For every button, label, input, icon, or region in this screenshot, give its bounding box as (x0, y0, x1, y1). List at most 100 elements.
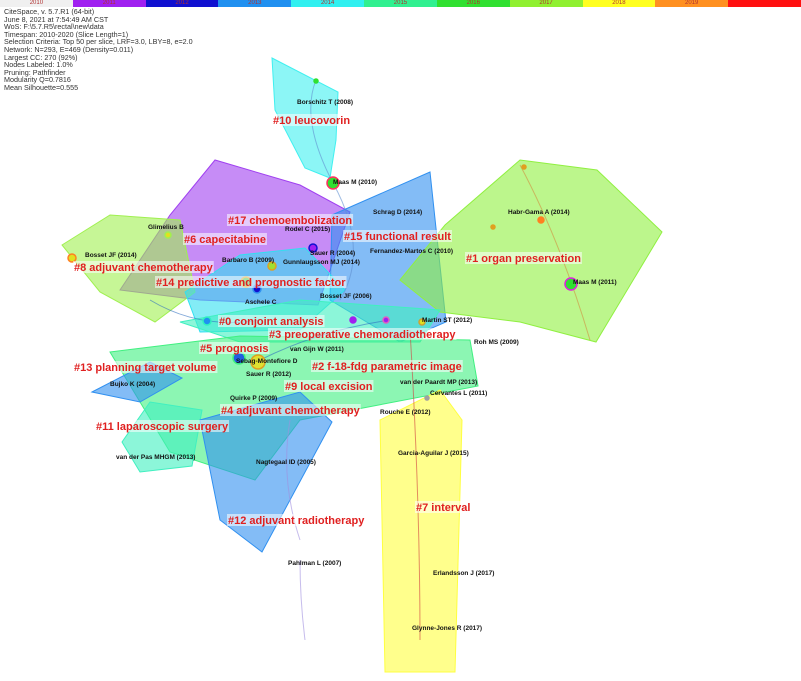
node-label[interactable]: Sebag-Montefiore D (236, 358, 298, 365)
year-slice: 2011 (72, 0, 146, 7)
cluster-hull (399, 159, 663, 343)
node-label[interactable]: van der Paardt MP (2013) (400, 379, 477, 386)
cluster-label-bg (218, 315, 325, 327)
reference-node[interactable] (313, 78, 319, 84)
cluster-label[interactable]: #11 laparoscopic surgery (96, 421, 229, 433)
cluster-label[interactable]: #5 prognosis (200, 343, 268, 355)
node-label[interactable]: Glynne-Jones R (2017) (412, 625, 482, 632)
info-line: Network: N=293, E=469 (Density=0.011) (4, 44, 134, 54)
cluster-label-bg (272, 114, 352, 126)
node-label[interactable]: Roh MS (2009) (474, 339, 519, 346)
node-label[interactable]: Garcia-Aguilar J (2015) (398, 450, 469, 457)
node-label[interactable]: Aschele C (245, 299, 277, 306)
cluster-label[interactable]: #2 f-18-fdg parametric image (312, 361, 462, 373)
cluster-label-bg (227, 214, 354, 226)
node-label[interactable]: Sauer R (2004) (310, 250, 355, 257)
node-label[interactable]: Pahlman L (2007) (288, 560, 341, 567)
cluster-label[interactable]: #17 chemoembolization (228, 215, 352, 227)
reference-node[interactable] (202, 316, 212, 326)
cluster-label[interactable]: #10 leucovorin (273, 115, 350, 127)
reference-node[interactable] (521, 164, 527, 170)
year-slice: 2019 (655, 0, 729, 7)
citation-link (286, 419, 301, 541)
reference-node[interactable] (537, 216, 545, 224)
cluster-label-bg (227, 514, 366, 526)
info-line: Mean Silhouette=0.555 (4, 82, 79, 92)
node-label[interactable]: Gunnlaugsson MJ (2014) (283, 259, 360, 266)
cluster-label[interactable]: #6 capecitabine (184, 234, 266, 246)
node-label[interactable]: Borschitz T (2008) (297, 99, 353, 106)
reference-node[interactable] (308, 243, 318, 253)
cluster-label[interactable]: #12 adjuvant radiotherapy (228, 515, 365, 527)
cluster-label-bg (284, 380, 374, 392)
reference-node[interactable] (164, 231, 172, 239)
cluster-label[interactable]: #1 organ preservation (466, 253, 581, 265)
year-slice (728, 0, 801, 7)
cluster-label-bg (95, 420, 230, 432)
reference-node[interactable] (67, 253, 77, 263)
cluster-label-bg (343, 230, 452, 242)
year-slice: 2014 (291, 0, 365, 7)
reference-node[interactable] (250, 354, 266, 370)
year-slice: 2012 (145, 0, 219, 7)
node-label[interactable]: Schrag D (2014) (373, 209, 422, 216)
cluster-label[interactable]: #15 functional result (344, 231, 451, 243)
year-slice: 2016 (436, 0, 510, 7)
node-label[interactable]: Bosset JF (2006) (320, 293, 372, 300)
node-label[interactable]: Rodel C (2015) (285, 226, 330, 233)
node-label[interactable]: Glimelius B (148, 224, 184, 231)
node-label[interactable]: Habr-Gama A (2014) (508, 209, 570, 216)
reference-node[interactable] (382, 316, 390, 324)
info-line: Largest CC: 270 (92%) (4, 52, 78, 62)
reference-node[interactable] (490, 224, 496, 230)
node-label[interactable]: Nagtegaal ID (2005) (256, 459, 316, 466)
cluster-label-bg (155, 276, 347, 288)
node-label[interactable]: Martin ST (2012) (422, 317, 472, 324)
info-line: CiteSpace, v. 5.7.R1 (64-bit) (4, 7, 95, 16)
network-summary: CiteSpace, v. 5.7.R1 (64-bit)June 8, 202… (4, 8, 193, 92)
node-label[interactable]: van der Pas MHGM (2013) (116, 454, 195, 461)
cluster-label[interactable]: #0 conjoint analysis (219, 316, 324, 328)
cluster-label-bg (73, 261, 214, 273)
node-label[interactable]: Erlandsson J (2017) (433, 570, 494, 577)
node-label[interactable]: van Gijn W (2011) (290, 346, 344, 353)
cluster-label[interactable]: #3 preoperative chemoradiotherapy (269, 329, 456, 341)
info-line: Pruning: Pathfinder (4, 67, 66, 77)
citation-link (519, 164, 591, 341)
cluster-label[interactable]: #7 interval (416, 502, 470, 514)
reference-node[interactable] (424, 395, 430, 401)
info-line: Selection Criteria: Top 50 per slice, LR… (4, 37, 193, 47)
cluster-label[interactable]: #13 planning target volume (74, 362, 216, 374)
cluster-label[interactable]: #14 predictive and prognostic factor (156, 277, 346, 289)
cluster-label-bg (415, 501, 472, 513)
node-label[interactable]: Maas M (2010) (333, 179, 377, 186)
node-label[interactable]: Bujko K (2004) (110, 381, 155, 388)
reference-node[interactable] (564, 277, 578, 291)
reference-node[interactable] (326, 176, 340, 190)
node-label[interactable]: Sauer R (2012) (246, 371, 291, 378)
node-label[interactable]: Fernandez-Martos C (2010) (370, 248, 453, 255)
year-slice: 2015 (364, 0, 437, 7)
info-line: June 8, 2021 at 7:54:49 AM CST (4, 14, 109, 24)
cluster-label[interactable]: #8 adjuvant chemotherapy (74, 262, 214, 274)
cluster-label-bg (220, 404, 361, 416)
node-label[interactable]: Barbaro B (2009) (222, 257, 274, 264)
reference-node[interactable] (349, 316, 357, 324)
reference-node[interactable] (267, 261, 277, 271)
cluster-label-bg (73, 361, 218, 373)
node-label[interactable]: Quirke P (2009) (230, 395, 277, 402)
node-label[interactable]: Bosset JF (2014) (85, 252, 137, 259)
cluster-hull (379, 389, 463, 673)
citation-link (409, 329, 421, 641)
cluster-label[interactable]: #9 local excision (285, 381, 373, 393)
cluster-label-bg (199, 342, 270, 354)
node-label[interactable]: Cervantes L (2011) (430, 390, 487, 397)
reference-node[interactable] (418, 318, 426, 326)
year-slice: 2013 (218, 0, 292, 7)
node-label[interactable]: Maas M (2011) (573, 279, 617, 286)
info-line: Nodes Labeled: 1.0% (4, 60, 73, 70)
cluster-label-bg (311, 360, 463, 372)
cluster-label[interactable]: #4 adjuvant chemotherapy (221, 405, 361, 417)
node-label[interactable]: Rouche E (2012) (380, 409, 431, 416)
